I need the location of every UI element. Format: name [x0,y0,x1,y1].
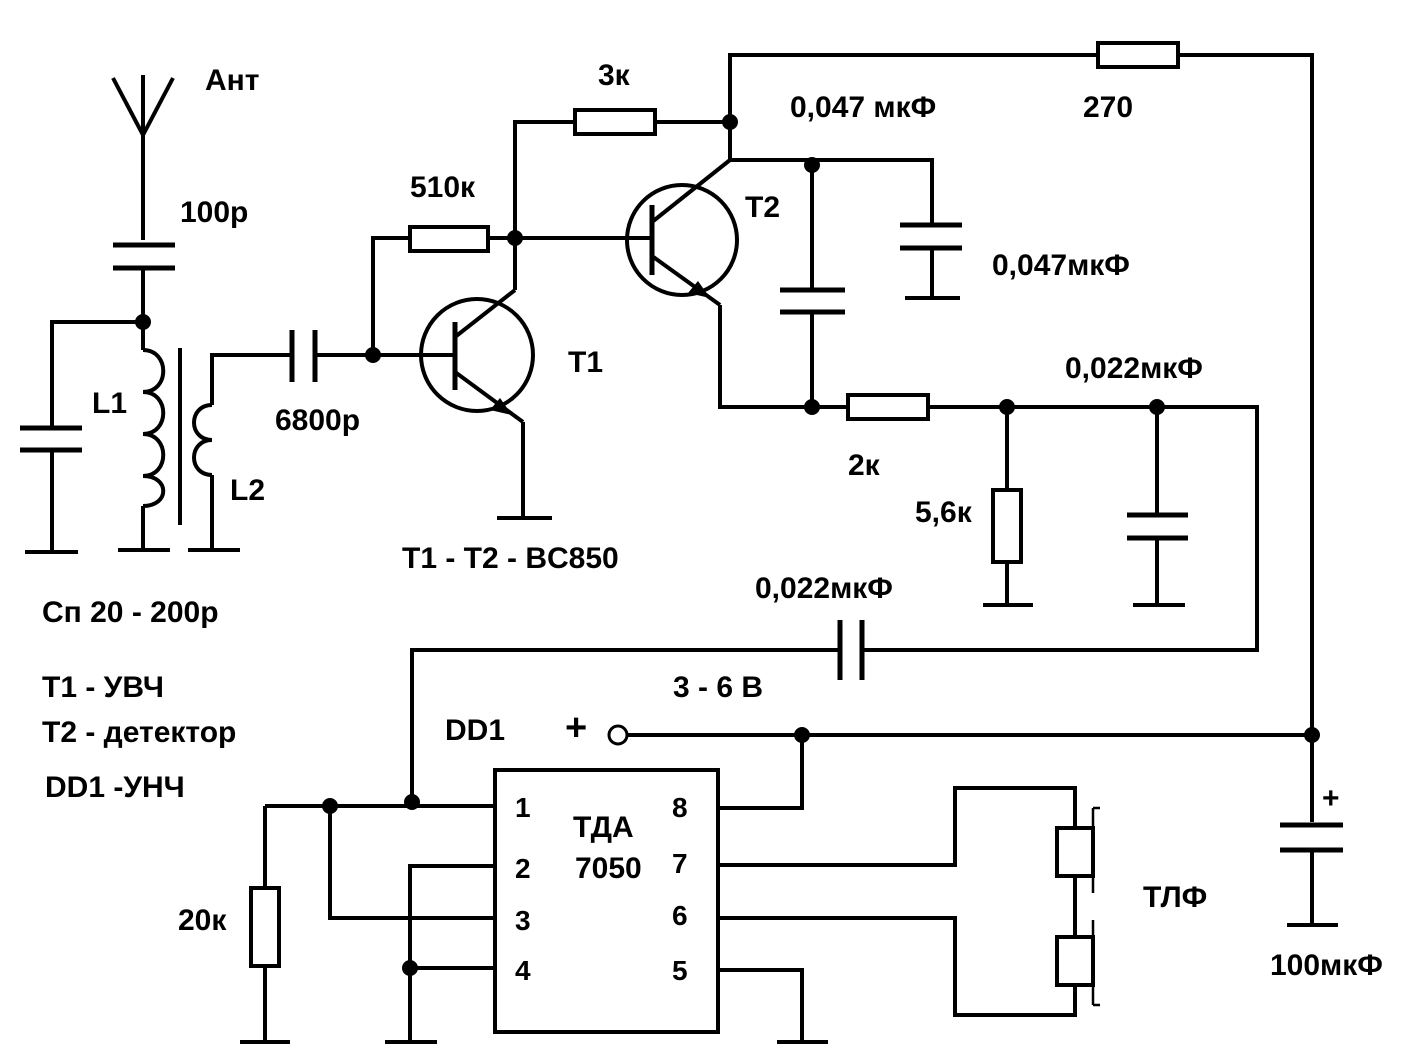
capacitor-0022-filter [1127,407,1188,607]
transistor-t1 [373,238,552,520]
legend-t1: T1 - УВЧ [42,671,164,704]
ic-left-wiring [265,804,495,1044]
pin8-wire [718,735,804,810]
capacitor-coupling-label: 0,022мкФ [755,572,893,605]
ic-name-line2: 7050 [575,852,642,885]
antenna-symbol [111,75,175,240]
resistor-510k [371,225,515,355]
capacitor-mid-label: 0,047мкФ [992,249,1130,282]
resistor-5k6 [983,407,1033,607]
input-tank-wires [20,320,143,554]
capacitor-6800p-label: 6800р [275,404,360,437]
capacitor-100p [113,242,175,322]
resistor-2k [812,393,1259,652]
ic-pin-2: 2 [515,853,531,884]
capacitor-100uf [1280,822,1343,927]
inductor-l1-label: L1 [92,387,127,420]
resistor-20k [240,806,290,1044]
transistor-t2 [515,158,812,409]
legend-dd1: DD1 -УНЧ [45,771,185,804]
ic-name-line1: ТДА [573,811,634,844]
legend-t2: T2 - детектор [42,716,236,749]
capacitor-100uf-plus: + [1322,782,1340,815]
inductor-l2 [188,353,292,552]
transistor-t1-label: T1 [568,346,603,379]
resistor-270-label: 270 [1083,91,1133,124]
inductor-l2-label: L2 [230,474,265,507]
ic-dd1-label: DD1 [445,714,505,747]
inductor-l1 [118,322,170,552]
supply-voltage-label: 3 - 6 В [673,671,763,704]
ic-pin-1: 1 [515,792,531,823]
capacitor-6800p [289,330,373,382]
capacitor-0047-bridge [780,165,845,407]
resistor-510k-label: 510к [410,171,476,204]
capacitor-0022-coupling [410,620,865,802]
capacitor-100p-label: 100р [180,196,248,229]
resistor-3k [513,108,730,238]
ic-pin-5: 5 [672,955,688,986]
transistor-t2-label: T2 [745,191,780,224]
pin5-ground [718,968,828,1044]
ic-dd1-body [493,768,720,1034]
transistor-type-label: T1 - T2 - BC850 [402,542,619,575]
ic-pin-7: 7 [672,848,688,879]
resistor-2k-label: 2к [848,449,881,482]
junction-dots [135,114,1320,976]
capacitor-top-label: 0,047 мкФ [790,91,936,124]
headphone-earpiece-1 [1055,806,1100,893]
ic-pin-3: 3 [515,905,531,936]
headphones-wiring [718,786,1077,1017]
headphone-earpiece-2 [1055,920,1100,1007]
resistor-3k-label: 3к [598,59,631,92]
ic-pin-8: 8 [672,792,688,823]
headphones-label: ТЛФ [1143,881,1207,914]
capacitor-0047-collector [730,158,962,300]
trimmer-label: Сп 20 - 200р [42,596,219,629]
plus-terminal-label: + [565,707,587,749]
ic-pin-6: 6 [672,900,688,931]
antenna-label: Ант [205,64,259,97]
capacitor-100uf-label: 100мкФ [1270,949,1383,982]
capacitor-filter-label: 0,022мкФ [1065,352,1203,385]
resistor-5k6-label: 5,6к [915,496,973,529]
power-terminal [607,724,629,746]
ic-pin-4: 4 [515,955,531,986]
resistor-20k-label: 20к [178,904,227,937]
